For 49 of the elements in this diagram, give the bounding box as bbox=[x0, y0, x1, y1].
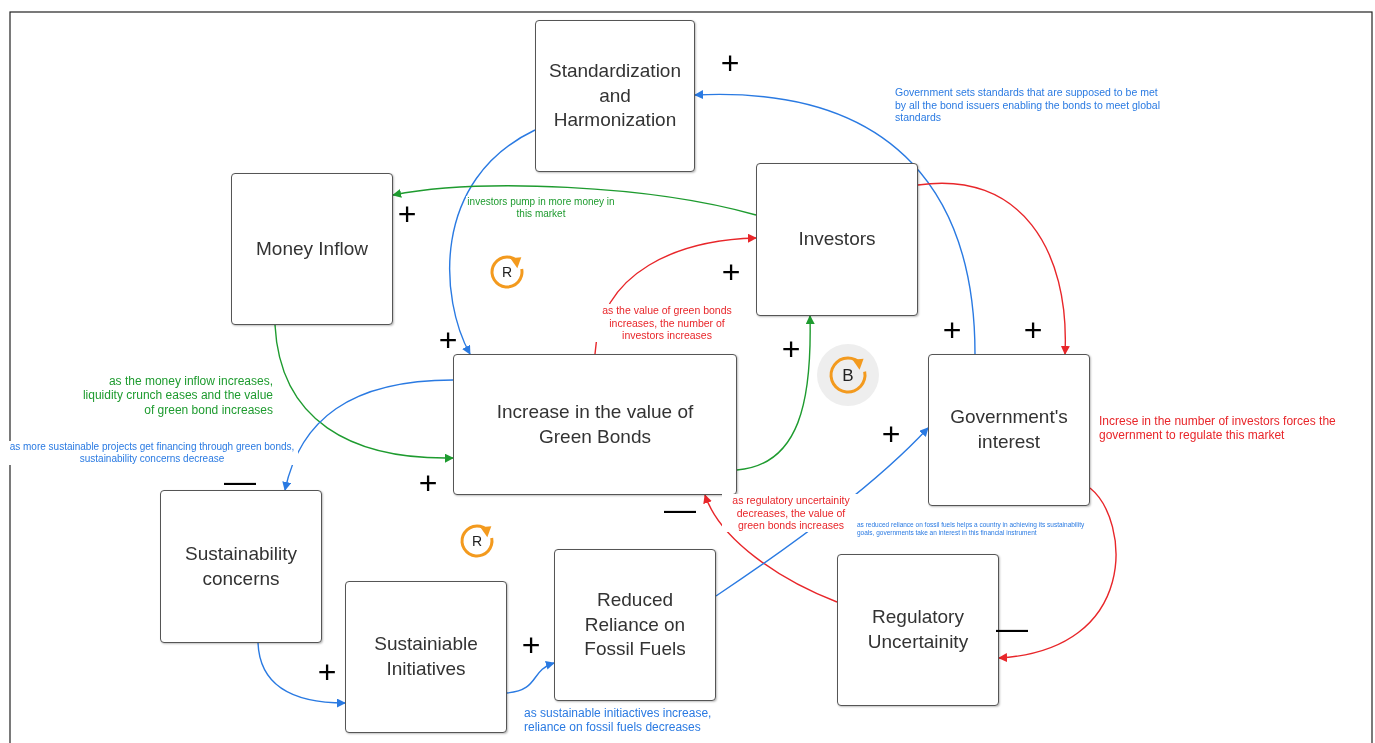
arrow bbox=[736, 315, 815, 471]
variable-name: Sustainiable Initiatives bbox=[373, 632, 479, 681]
variable-box bbox=[453, 354, 737, 495]
variable-name: Reduced Reliance on Fossil Fuels bbox=[583, 587, 687, 662]
loop-label: R bbox=[471, 534, 483, 548]
arrow bbox=[917, 182, 1070, 355]
edge-label: investors pump in more money in this market bbox=[466, 196, 616, 220]
variable-name: Government's interest bbox=[949, 405, 1069, 454]
variable-box bbox=[928, 354, 1090, 506]
arrow bbox=[449, 129, 536, 355]
arrow bbox=[392, 185, 757, 216]
variable-box bbox=[756, 163, 918, 316]
variable-box bbox=[345, 581, 507, 733]
edge-label: as more sustainable projects get financing through green bonds, sustainability concerns decrease bbox=[6, 441, 298, 465]
arrow bbox=[506, 661, 555, 694]
polarity-sign: + bbox=[881, 418, 901, 450]
variable-name: Sustainability concerns bbox=[184, 541, 298, 591]
loop-label: R bbox=[501, 265, 513, 279]
variable-box bbox=[231, 173, 393, 325]
polarity-sign: + bbox=[317, 656, 337, 688]
polarity-sign: + bbox=[781, 333, 801, 365]
polarity-sign: — bbox=[664, 493, 696, 525]
edge-label: Government sets standards that are supposed to be met by all the bond issuers enabling the bonds to meet global standards bbox=[895, 86, 1161, 124]
polarity-sign: + bbox=[1023, 314, 1043, 346]
arrow bbox=[282, 379, 454, 491]
variable-name: Increase in the value of Green Bonds bbox=[495, 399, 695, 449]
variable-box bbox=[160, 490, 322, 643]
polarity-sign: + bbox=[521, 629, 541, 661]
polarity-sign: — bbox=[224, 465, 256, 497]
polarity-sign: + bbox=[721, 256, 741, 288]
variable-name: Standardization and Harmonization bbox=[547, 58, 682, 133]
arrow bbox=[998, 487, 1117, 662]
variable-name: Money Inflow bbox=[255, 236, 369, 261]
variable-box bbox=[535, 20, 695, 172]
arrow bbox=[694, 90, 976, 355]
arrow bbox=[274, 324, 454, 463]
polarity-sign: — bbox=[996, 612, 1028, 644]
variable-box bbox=[837, 554, 999, 706]
polarity-sign: + bbox=[720, 47, 740, 79]
polarity-sign: + bbox=[397, 198, 417, 230]
polarity-sign: + bbox=[438, 324, 458, 356]
variable-name: Regulatory Uncertainity bbox=[866, 605, 970, 654]
loop-label: B bbox=[842, 366, 854, 384]
arrow bbox=[257, 642, 346, 708]
variable-name: Investors bbox=[797, 227, 877, 252]
variable-box bbox=[554, 549, 716, 701]
polarity-sign: + bbox=[418, 467, 438, 499]
polarity-sign: + bbox=[942, 314, 962, 346]
arrow bbox=[703, 494, 838, 603]
